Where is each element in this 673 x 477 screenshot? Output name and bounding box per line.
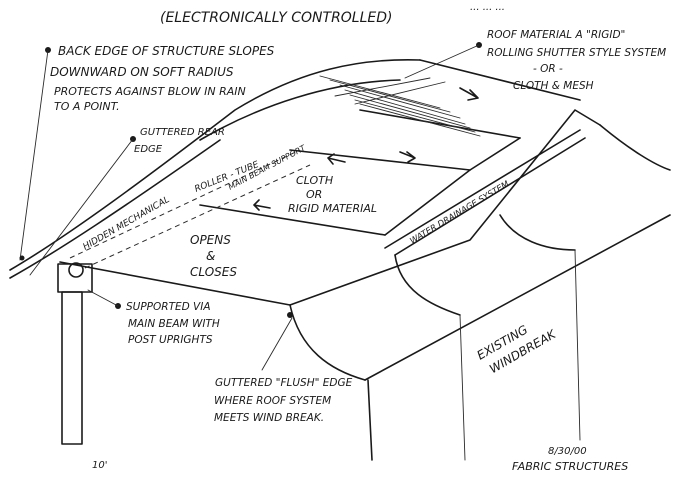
- svg-text:EDGE: EDGE: [134, 144, 163, 155]
- svg-text:ROLLING SHUTTER STYLE SYSTEM: ROLLING SHUTTER STYLE SYSTEM: [487, 47, 666, 59]
- post-upright: [57, 262, 93, 445]
- roof-side-edge: [384, 137, 521, 236]
- sketch-date: 8/30/00: [548, 446, 587, 457]
- svg-text:GUTTERED REAR: GUTTERED REAR: [140, 127, 225, 138]
- roller-end-cap: [68, 262, 84, 278]
- roof-far-edge: [419, 59, 581, 101]
- windbreak-seam-1: [459, 314, 466, 461]
- svg-text:RIGID MATERIAL: RIGID MATERIAL: [288, 202, 377, 215]
- arrow-cloth: [327, 153, 346, 165]
- svg-text:TO A POINT.: TO A POINT.: [54, 100, 120, 113]
- windbreak-wall: [289, 124, 671, 461]
- svg-text:CLOTH: CLOTH: [296, 174, 333, 187]
- svg-text:GUTTERED "FLUSH" EDGE: GUTTERED "FLUSH" EDGE: [215, 377, 353, 389]
- leaders: [19, 42, 482, 371]
- svg-text:DOWNWARD ON SOFT RADIUS: DOWNWARD ON SOFT RADIUS: [50, 65, 234, 79]
- arrow-roof: [459, 87, 479, 101]
- rear-arc-inner: [199, 79, 401, 141]
- label-opens-closes: OPENS & CLOSES: [190, 233, 237, 279]
- svg-text:BACK EDGE OF STRUCTURE SLOPES: BACK EDGE OF STRUCTURE SLOPES: [58, 44, 275, 58]
- rolled-shutter-shading: [319, 75, 481, 137]
- arrow-cloth-right: [399, 151, 416, 163]
- sketch-signature: FABRIC STRUCTURES: [512, 460, 628, 473]
- windbreak-right-curve: [599, 124, 671, 171]
- svg-text:- OR -: - OR -: [533, 63, 563, 75]
- panel-division-2: [289, 149, 471, 171]
- drainage-rail-bottom: [394, 137, 586, 256]
- windbreak-bay-2: [499, 214, 576, 251]
- panel-division-3: [359, 109, 521, 139]
- front-eave-left: [59, 261, 291, 306]
- label-water-drainage: WATER DRAINAGE SYSTEM: [408, 179, 511, 247]
- label-windbreak: EXISTING WINDBREAK: [475, 322, 559, 376]
- roller-tube-line: [69, 149, 301, 259]
- arched-rear-edge: [9, 58, 421, 271]
- svg-text:MEETS WIND BREAK.: MEETS WIND BREAK.: [214, 412, 324, 424]
- svg-text:MAIN BEAM WITH: MAIN BEAM WITH: [128, 318, 220, 330]
- leader-dot-flush: [287, 312, 293, 318]
- note-supported: SUPPORTED VIA MAIN BEAM WITH POST UPRIGH…: [126, 301, 220, 346]
- panel-division-1: [199, 204, 386, 236]
- note-roof-material: ROOF MATERIAL A "RIGID" ROLLING SHUTTER …: [487, 29, 666, 92]
- svg-text:CLOSES: CLOSES: [190, 265, 237, 279]
- svg-text:CLOTH & MESH: CLOTH & MESH: [513, 80, 594, 92]
- windbreak-left-edge: [367, 379, 373, 461]
- main-beam-line: [84, 164, 311, 269]
- note-back-edge: BACK EDGE OF STRUCTURE SLOPES DOWNWARD O…: [50, 44, 275, 113]
- label-cloth-rigid: CLOTH OR RIGID MATERIAL: [288, 174, 377, 215]
- svg-text:SUPPORTED VIA: SUPPORTED VIA: [126, 301, 211, 313]
- post-bracket: [57, 263, 93, 293]
- windbreak-top: [364, 214, 671, 381]
- sketch-title: (ELECTRONICALLY CONTROLLED): [160, 10, 393, 26]
- flush-gutter-curve: [289, 304, 366, 381]
- top-right-fragment: ... ... ...: [470, 2, 505, 13]
- svg-text:ROOF MATERIAL A "RIGID": ROOF MATERIAL A "RIGID": [487, 29, 625, 41]
- svg-text:OR: OR: [306, 188, 322, 201]
- rear-gutter-edge: [9, 139, 221, 279]
- svg-text:POST UPRIGHTS: POST UPRIGHTS: [128, 334, 213, 346]
- front-eave-right: [289, 109, 601, 306]
- roof-structure: [9, 58, 601, 306]
- svg-text:WHERE ROOF SYSTEM: WHERE ROOF SYSTEM: [214, 395, 331, 407]
- drainage-rail-top: [384, 129, 581, 249]
- windbreak-bay-1: [394, 254, 461, 316]
- label-hidden-mechanical: HIDDEN MECHANICAL: [82, 195, 172, 253]
- svg-text:OPENS: OPENS: [190, 233, 231, 247]
- note-guttered-flush: GUTTERED "FLUSH" EDGE WHERE ROOF SYSTEM …: [214, 377, 353, 424]
- svg-text:&: &: [206, 249, 215, 263]
- post: [61, 291, 83, 445]
- note-guttered-rear: GUTTERED REAR EDGE: [134, 127, 225, 155]
- svg-text:PROTECTS AGAINST BLOW IN RAIN: PROTECTS AGAINST BLOW IN RAIN: [54, 85, 246, 98]
- arrow-opens: [253, 199, 271, 211]
- windbreak-seam-2: [574, 249, 581, 441]
- scale-mark: 10': [92, 460, 107, 471]
